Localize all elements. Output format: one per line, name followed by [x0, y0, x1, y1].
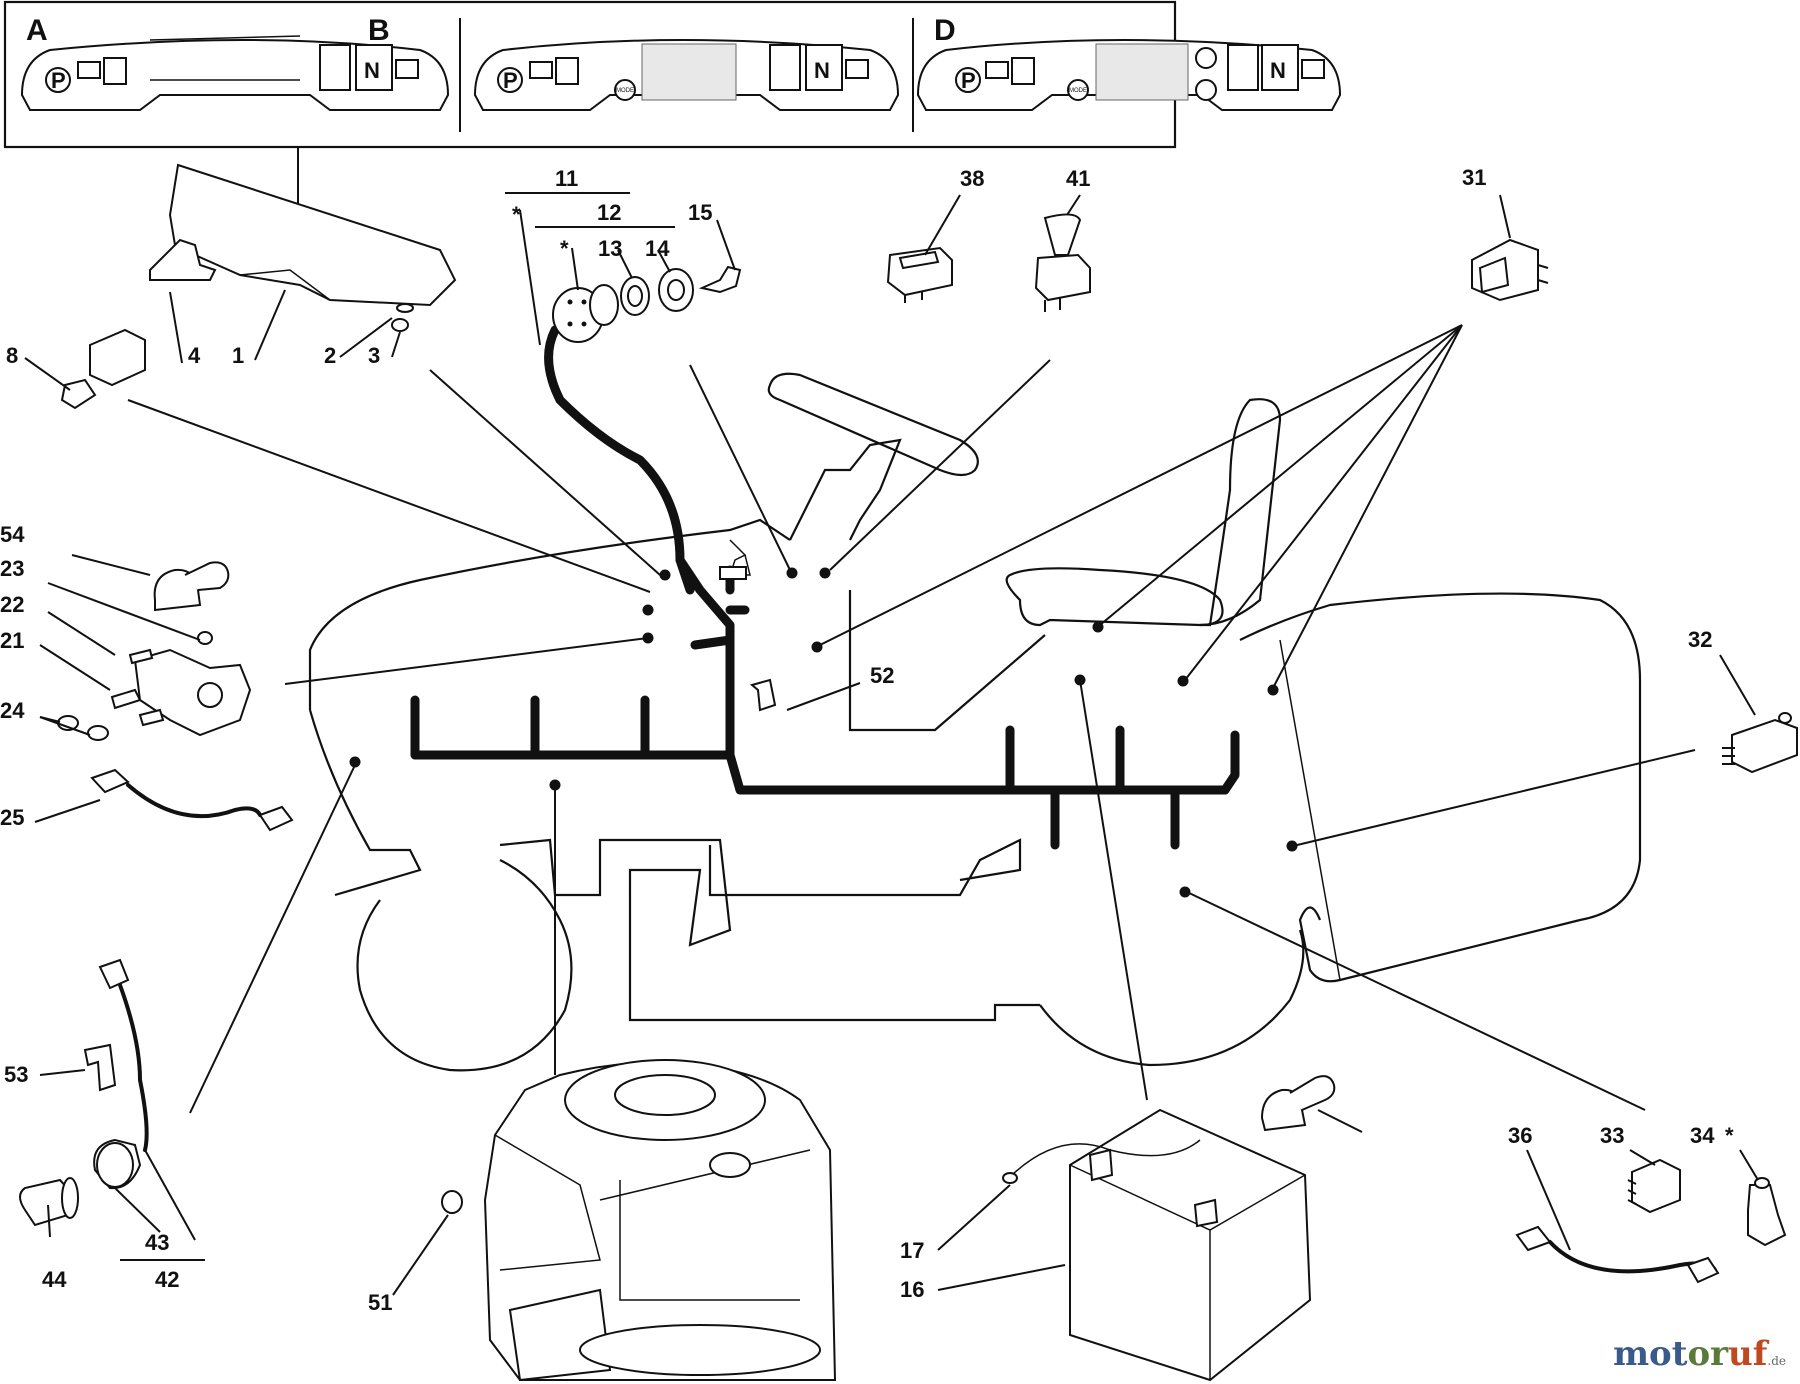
nut-washer — [391, 303, 414, 332]
mode-button-d — [1067, 79, 1089, 101]
micro-switch — [1722, 712, 1798, 774]
callout-23: 23 — [0, 556, 24, 581]
battery-indicator-a — [395, 59, 419, 79]
lcd-display-b — [641, 43, 737, 101]
callout-15: 15 — [688, 200, 712, 225]
mode-button-b — [614, 79, 636, 101]
svg-text:MODE: MODE — [1069, 88, 1087, 94]
battery — [1002, 1108, 1312, 1382]
wiring-harness — [410, 325, 1240, 850]
callout-36: 38 — [960, 166, 984, 191]
asterisk-11: * — [512, 202, 521, 227]
seat-indicator-a — [319, 44, 351, 91]
callout-33: 33 — [1600, 1123, 1624, 1148]
callout-34-asterisk: * — [1725, 1123, 1734, 1148]
bracket — [149, 238, 217, 281]
callout-42: 43 — [145, 1230, 169, 1255]
wire-25 — [90, 768, 294, 832]
panel-variant-b: B P MODE N — [368, 14, 900, 111]
callout-labels: 1 2 3 4 8 11 12 13 14 15 16 17 21 22 23 … — [0, 165, 1734, 1315]
lcd-display-d — [1095, 43, 1189, 101]
callout-34: 34 — [1690, 1123, 1715, 1148]
parking-brake-symbol-b: P — [503, 68, 518, 93]
callout-16: 16 — [900, 1277, 924, 1302]
asterisk-12: * — [560, 236, 569, 261]
wire-35 — [1515, 1225, 1720, 1284]
callout-12: 12 — [597, 200, 621, 225]
panel-letter-a: A — [26, 14, 48, 47]
relay-33 — [1627, 1158, 1681, 1214]
solenoid — [57, 631, 252, 741]
clip-52 — [83, 1043, 117, 1092]
part-leaders — [24, 192, 1759, 1296]
callout-43: 44 — [42, 1267, 67, 1292]
neutral-symbol-b: N — [814, 58, 830, 83]
ignition-switch — [552, 265, 742, 343]
callout-8: 8 — [6, 343, 18, 368]
svg-text:MODE: MODE — [616, 88, 634, 94]
callout-11: 11 — [555, 166, 578, 191]
parking-brake-symbol-a: P — [51, 68, 66, 93]
sensor-34 — [1747, 1177, 1787, 1247]
neutral-symbol-a: N — [364, 58, 380, 83]
leader-lines — [127, 324, 1696, 1114]
callout-38: 41 — [1066, 166, 1090, 191]
callout-1: 1 — [232, 343, 244, 368]
callout-41: 42 — [155, 1267, 179, 1292]
callout-32: 32 — [1688, 627, 1712, 652]
rocker-switch — [886, 246, 953, 303]
callout-44: 51 — [368, 1290, 392, 1315]
terminal-boot-54 — [1260, 1075, 1336, 1132]
relay — [60, 328, 146, 410]
callout-25: 25 — [0, 805, 24, 830]
callout-31: 31 — [1462, 165, 1486, 190]
clip-51 — [749, 678, 777, 712]
pull-switch — [1034, 213, 1091, 312]
callout-3: 3 — [368, 343, 380, 368]
callout-13: 13 — [598, 236, 622, 261]
panel-letter-b: B — [368, 14, 390, 47]
panel-variants-box: A P N B P MODE N — [3, 0, 1342, 149]
tractor-outline — [308, 372, 1642, 1072]
panel-variant-d: D P MODE N — [916, 14, 1342, 111]
headlight-assembly — [19, 958, 149, 1227]
callout-35: 36 — [1508, 1123, 1532, 1148]
connection-dots — [349, 567, 1298, 898]
callout-51: 52 — [870, 663, 894, 688]
terminal-boot-53 — [153, 561, 230, 612]
callout-17: 17 — [900, 1238, 924, 1263]
parking-brake-symbol-d: P — [961, 68, 976, 93]
callout-21: 21 — [0, 628, 24, 653]
callout-14: 14 — [645, 236, 670, 261]
callout-22: 22 — [0, 592, 24, 617]
callout-53: 54 — [0, 522, 25, 547]
callout-4: 4 — [188, 343, 201, 368]
panel-letter-d: D — [934, 14, 956, 47]
panel-variant-a: A P N — [20, 14, 450, 111]
callout-24: 24 — [0, 698, 25, 723]
square-switch — [1471, 238, 1549, 302]
dashboard-housing — [168, 163, 457, 307]
callout-52: 53 — [4, 1062, 28, 1087]
engine — [483, 1059, 837, 1382]
nut-44 — [441, 1190, 463, 1214]
neutral-symbol-d: N — [1270, 58, 1286, 83]
watermark-logo: motoruf.de — [1613, 1334, 1786, 1374]
callout-2: 2 — [324, 343, 336, 368]
